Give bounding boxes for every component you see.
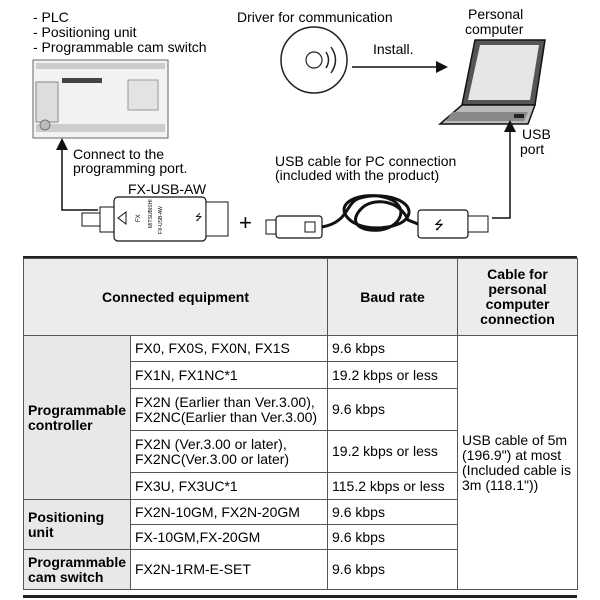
baud-cell: 9.6 kbps (327, 549, 459, 590)
cable-cell: USB cable of 5m (196.9") at most (Includ… (457, 335, 579, 590)
model-cell: FX2N-1RM-E-SET (129, 549, 329, 590)
table-row: FX2N (Ver.3.00 or later), FX2NC(Ver.3.00… (24, 430, 578, 473)
baud-cell: 115.2 kbps or less (327, 472, 459, 500)
table-row: FX2N (Earlier than Ver.3.00), FX2NC(Earl… (24, 388, 578, 431)
computer-label-line2: computer (465, 21, 524, 37)
driver-label: Driver for communication (237, 9, 393, 25)
model-cell: FX-10GM,FX-20GM (129, 524, 329, 550)
model-cell: FX2N-10GM, FX2N-20GM (129, 499, 329, 525)
header-baud-rate: Baud rate (327, 258, 459, 336)
baud-cell: 9.6 kbps (327, 499, 459, 525)
device-list-plc: - PLC (33, 9, 69, 25)
baud-cell: 9.6 kbps (327, 335, 459, 362)
connect-label-line1: Connect to the (73, 146, 165, 162)
table-row: Programmable cam switch FX2N-1RM-E-SET 9… (23, 549, 578, 590)
model-cell: FX0, FX0S, FX0N, FX1S (129, 335, 329, 362)
baud-cell: 19.2 kbps or less (327, 361, 459, 389)
model-cell: FX2N (Earlier than Ver.3.00), FX2NC(Earl… (129, 388, 329, 431)
device-list-cam: - Programmable cam switch (33, 39, 207, 55)
usb-port-label-line2: port (520, 141, 545, 157)
table-header-row: Connected equipment Baud rate Cable for … (22, 258, 579, 336)
cable-label-line2: (included with the product) (275, 167, 440, 183)
laptop-icon (437, 39, 546, 125)
group-positioning-unit: Positioning unit (23, 499, 131, 550)
compatibility-table: Connected equipment Baud rate Cable for … (22, 258, 579, 590)
driver-cd-icon (280, 26, 348, 94)
baud-cell: 19.2 kbps or less (327, 430, 459, 473)
model-cell: FX1N, FX1NC*1 (129, 361, 329, 389)
model-cell: FX3U, FX3UC*1 (129, 472, 329, 500)
baud-cell: 9.6 kbps (327, 524, 459, 550)
table-row: FX1N, FX1NC*1 19.2 kbps or less (24, 361, 578, 389)
plus-sign: + (239, 210, 252, 235)
group-programmable-controller: Programmable controller (23, 335, 131, 500)
svg-text:FX-USB-AW: FX-USB-AW (158, 206, 164, 234)
svg-text:FX: FX (136, 214, 142, 222)
table-bottom-rule (23, 595, 577, 598)
header-cable: Cable for personal computer connection (457, 258, 579, 336)
svg-text:⭍: ⭍ (434, 218, 444, 232)
baud-cell: 9.6 kbps (327, 388, 459, 431)
usb-port-label-line1: USB (522, 126, 551, 142)
header-connected-equipment: Connected equipment (22, 258, 329, 336)
cable-label-line1: USB cable for PC connection (275, 153, 457, 169)
connection-diagram: FX MITSUBISHI FX-USB-AW ⭍ ⭍ (32, 26, 546, 242)
table-row: Positioning unit FX2N-10GM, FX2N-20GM 9.… (23, 499, 578, 550)
plc-unit (32, 59, 169, 139)
table-row: Programmable controller FX0, FX0S, FX0N,… (23, 335, 579, 590)
svg-text:⭍: ⭍ (195, 212, 203, 222)
table-row: FX3U, FX3UC*1 115.2 kbps or less (24, 472, 578, 500)
table-row: FX-10GM,FX-20GM 9.6 kbps (24, 524, 578, 550)
svg-text:MITSUBISHI: MITSUBISHI (148, 199, 154, 228)
connect-label-line2: programming port. (73, 160, 188, 176)
model-cell: FX2N (Ver.3.00 or later), FX2NC(Ver.3.00… (129, 430, 329, 473)
table-top-rule (23, 256, 577, 259)
adapter-name: FX-USB-AW (128, 181, 207, 197)
usb-cable: ⭍ (265, 194, 489, 239)
device-list-positioning: - Positioning unit (33, 24, 137, 40)
usb-adapter: FX MITSUBISHI FX-USB-AW ⭍ (81, 196, 229, 242)
install-label: Install. (373, 41, 414, 57)
group-programmable-cam-switch: Programmable cam switch (23, 549, 131, 590)
computer-label-line1: Personal (468, 6, 524, 22)
